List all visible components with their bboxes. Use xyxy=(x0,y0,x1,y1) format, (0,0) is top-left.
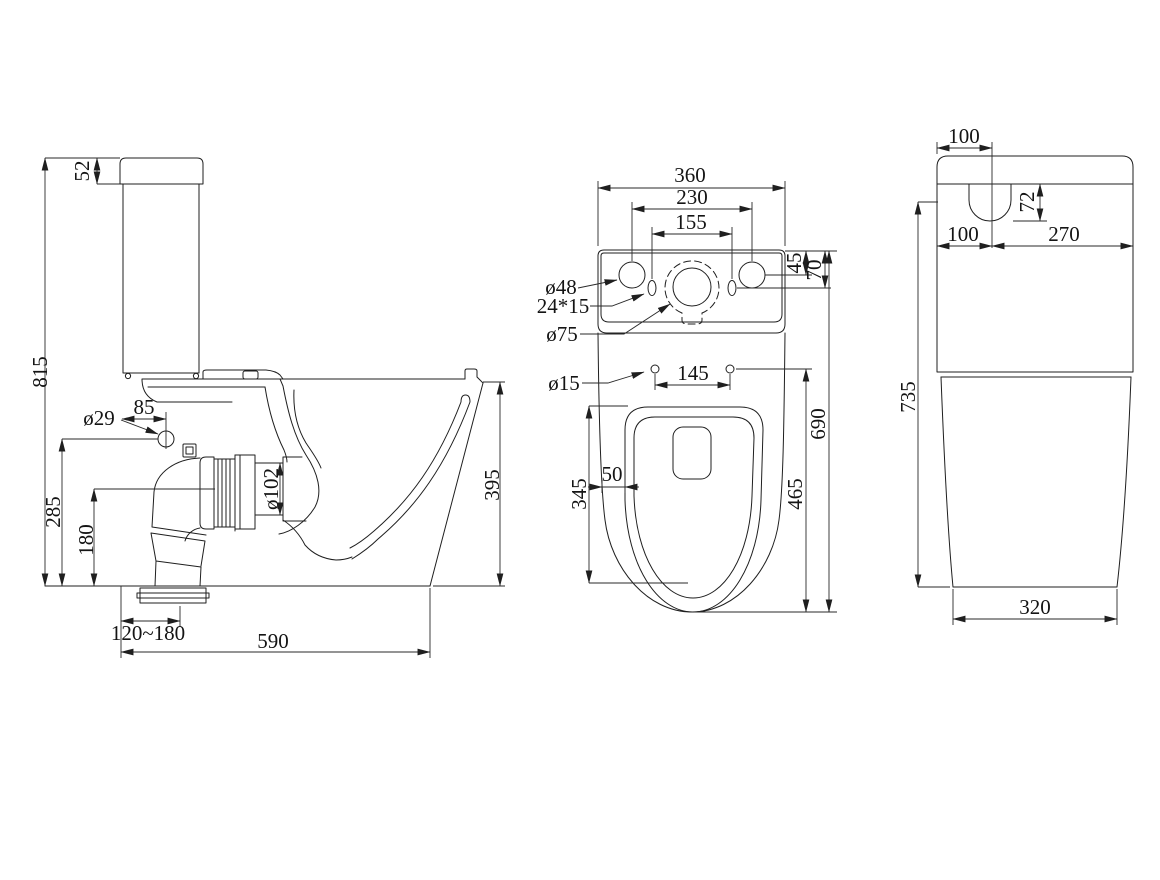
dim-seat-length: 465 xyxy=(736,368,812,613)
trapway-curves xyxy=(264,378,353,561)
rear-recess xyxy=(968,183,1012,222)
fixing-hole-left xyxy=(618,261,646,289)
dim-text-230: 230 xyxy=(676,185,708,209)
seat-hole-right xyxy=(725,364,735,374)
dim-seat-hole-spacing: 145 xyxy=(654,361,731,390)
dim-text-155: 155 xyxy=(675,210,707,234)
elbow-clip-tab-inner xyxy=(185,446,194,455)
dim-outlet-height: 180 xyxy=(74,488,215,587)
elbow-collar xyxy=(199,456,215,530)
rear-pedestal-outline xyxy=(940,376,1132,588)
dim-text-setout: 120~180 xyxy=(111,621,185,645)
elbow-flange xyxy=(234,454,256,530)
dim-text-465: 465 xyxy=(783,478,807,510)
dim-setout-range: 120~180 xyxy=(111,586,185,658)
label-slot-size: 24*15 xyxy=(537,293,645,318)
dim-rim-height: 395 xyxy=(433,381,505,587)
dim-text-72: 72 xyxy=(1015,192,1039,213)
rim-front-edge xyxy=(464,368,484,384)
label-fixing-hole-dia: ø48 xyxy=(545,275,618,299)
dim-lid-height: 52 xyxy=(70,157,120,185)
dim-text-395: 395 xyxy=(480,469,504,501)
dim-text-145: 145 xyxy=(677,361,709,385)
outlet-elbow xyxy=(136,443,284,604)
label-text-48: ø48 xyxy=(545,275,577,299)
slot-right xyxy=(727,280,737,296)
label-text-15: ø15 xyxy=(548,371,580,395)
dim-recess-width: 100 xyxy=(936,124,993,248)
dim-seat-gap: 50 xyxy=(588,462,639,493)
dim-text-102: ø102 xyxy=(259,468,283,510)
label-text-75: ø75 xyxy=(546,322,578,346)
dim-text-100: 100 xyxy=(947,222,979,246)
dim-text-320: 320 xyxy=(1019,595,1051,619)
dim-text-70: 70 xyxy=(802,260,826,281)
label-inlet-dia: ø29 xyxy=(83,406,115,430)
tank-plan-outer xyxy=(597,249,786,334)
dim-text-100-top: 100 xyxy=(948,124,980,148)
cistern-bolt-left xyxy=(124,372,132,380)
bowl-deck xyxy=(141,378,281,403)
rear-tank-outline xyxy=(936,183,1134,378)
dim-text-590: 590 xyxy=(257,629,289,653)
dim-slot-spacing: 155 xyxy=(651,210,733,279)
bowl-front-outline xyxy=(279,378,484,587)
dim-text-285: 285 xyxy=(41,496,65,528)
rear-lid-outline xyxy=(936,155,1134,185)
slot-left xyxy=(647,280,657,296)
dim-text-50: 50 xyxy=(602,462,623,486)
seat-hinge xyxy=(242,370,259,380)
plan-view: 360 230 155 ø48 24*15 ø75 ø15 xyxy=(537,163,837,613)
label-flush-valve-dia: ø75 xyxy=(546,303,671,346)
dim-text-45: 45 xyxy=(782,253,806,274)
seat-profile xyxy=(202,369,284,380)
dim-text-180: 180 xyxy=(74,524,98,556)
elbow-bend xyxy=(150,457,207,587)
dim-base-width: 320 xyxy=(952,589,1118,625)
dim-inlet-offset: 85 ø29 xyxy=(83,395,167,449)
dim-text-735: 735 xyxy=(896,381,920,413)
label-text-24x15: 24*15 xyxy=(537,294,590,318)
elbow-clip-tab xyxy=(182,443,197,458)
dim-text-85: 85 xyxy=(134,395,155,419)
dim-outlet-dia: ø102 xyxy=(259,462,284,516)
cistern-body-outline xyxy=(122,183,200,374)
dim-text-690: 690 xyxy=(806,408,830,440)
seat-inner-outline xyxy=(633,416,755,599)
dim-text-52: 52 xyxy=(70,161,94,182)
side-view: 815 52 285 180 85 ø29 ø102 xyxy=(28,157,505,658)
dim-cistern-width: 360 xyxy=(597,163,786,246)
dim-overall-length: 690 xyxy=(694,250,837,613)
elbow-corrugation xyxy=(213,454,236,532)
label-seat-hole-dia: ø15 xyxy=(548,371,645,395)
dim-text-360: 360 xyxy=(674,163,706,187)
seat-hole-left xyxy=(650,364,660,374)
dim-fixing-spacing: 230 xyxy=(631,185,753,261)
dim-inlet-height: 285 xyxy=(41,438,158,587)
dim-overall-height: 815 xyxy=(28,157,120,587)
dim-text-270: 270 xyxy=(1048,222,1080,246)
outlet-bottom-flange xyxy=(136,587,210,604)
dim-edge-to-slot: 70 xyxy=(737,250,831,289)
dim-overall-depth: 590 xyxy=(120,588,431,658)
flush-valve-hole xyxy=(672,267,712,307)
dim-tank-split: 100 270 xyxy=(936,222,1134,250)
cistern-lid-outline xyxy=(119,157,204,185)
rear-view: 100 72 100 270 735 320 xyxy=(896,124,1134,625)
dim-bowl-opening-length: 345 xyxy=(567,405,688,584)
bowl-inner-wall-curves xyxy=(349,394,471,560)
dim-text-815: 815 xyxy=(28,356,52,388)
dim-recess-depth: 72 xyxy=(1013,183,1047,222)
dim-text-345: 345 xyxy=(567,478,591,510)
tank-plan-inner xyxy=(600,252,783,323)
dim-edge-to-hole: 45 xyxy=(765,250,837,276)
seat-hinge-cover xyxy=(672,426,712,480)
dim-body-height: 735 xyxy=(896,201,950,588)
flush-valve-hidden-outline xyxy=(664,260,720,325)
